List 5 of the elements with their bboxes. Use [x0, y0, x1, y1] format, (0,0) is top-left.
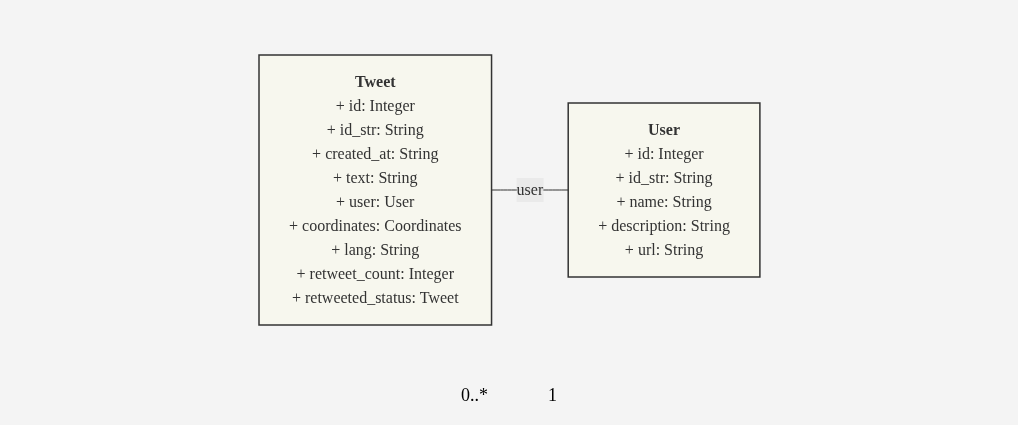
node-box: User + id: Integer + id_str: String + name: String + description: String + url: String	[567, 102, 761, 278]
node-box: Tweet + id: Integer + id_str: String + created_at: String + text: String + user: User + coordinates: Coordinates + lang: String + retweet_count: Integer + retweeted_status: Tweet	[257, 54, 492, 326]
edge-label: user	[516, 181, 543, 198]
multiplicity-label: 1	[548, 385, 557, 405]
multiplicity-label: 0..*	[461, 385, 488, 405]
